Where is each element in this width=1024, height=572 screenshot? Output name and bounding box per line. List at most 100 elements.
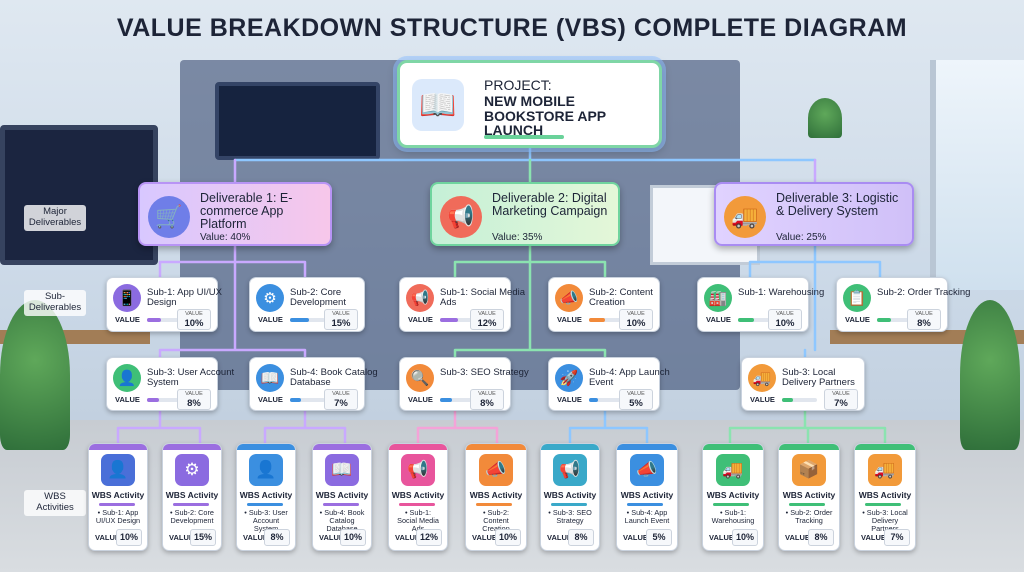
activity-label: WBS Activity (469, 490, 523, 500)
sub-name: Sub-3: Local Delivery Partners (782, 367, 855, 388)
wbs-activity[interactable]: 👤 WBS Activity • Sub-1: App UI/UX Design… (88, 443, 148, 551)
activity-name: • Sub-3: SEO Strategy (548, 508, 592, 526)
sub-name: Sub-2: Order Tracking (877, 287, 971, 298)
sub-name: Sub-1: App UI/UX Design (147, 287, 222, 308)
sub-name: Sub-4: App Launch Event (589, 367, 670, 388)
activity-name: • Sub-4: App Launch Event (624, 508, 670, 526)
wbs-activity[interactable]: 🚚 WBS Activity • Sub-3: Local Delivery P… (854, 443, 916, 551)
value-label: VALUE (706, 315, 731, 324)
activity-label: WBS Activity (706, 490, 760, 500)
value-bar (290, 398, 325, 402)
truck-icon: 🚚 (716, 454, 750, 486)
deliverable-value: Value: 25% (776, 232, 827, 243)
wbs-activity[interactable]: 📢 WBS Activity • Sub-3: SEO Strategy VAL… (540, 443, 600, 551)
box-icon: 📦 (792, 454, 826, 486)
value-label: VALUE (408, 315, 433, 324)
value-label: VALUE (243, 533, 268, 542)
book-icon: 📖 (325, 454, 359, 486)
wbs-activity[interactable]: 📖 WBS Activity • Sub-4: Book Catalog Dat… (312, 443, 372, 551)
diagram-title: VALUE BREAKDOWN STRUCTURE (VBS) COMPLETE… (116, 14, 908, 42)
level-label-major: Major Deliverables (24, 205, 86, 231)
background-window (930, 60, 1024, 290)
sub-name: Sub-3: SEO Strategy (440, 367, 529, 378)
value-bar (782, 398, 817, 402)
project-bar (484, 135, 564, 139)
wbs-activity[interactable]: 🚚 WBS Activity • Sub-1: Warehousing VALU… (702, 443, 764, 551)
deliverable-3[interactable]: 🚚 Deliverable 3: Logistic & Delivery Sys… (714, 182, 914, 246)
value-label: VALUE (472, 533, 497, 542)
activity-value: 15% (190, 529, 216, 546)
sub-deliverable[interactable]: 📖 Sub-4: Book Catalog Database VALUE VAL… (249, 357, 378, 411)
value-label: VALUE (557, 395, 582, 404)
value-label: VALUE (408, 395, 433, 404)
background-monitor (0, 125, 158, 265)
value-bar (290, 318, 325, 322)
value-label: VALUE (623, 533, 648, 542)
megaphone-icon: 📣 (555, 284, 583, 312)
activity-name: • Sub-2: Order Tracking (785, 508, 833, 526)
wbs-activity[interactable]: ⚙ WBS Activity • Sub-2: Core Development… (162, 443, 222, 551)
wbs-activity[interactable]: 📦 WBS Activity • Sub-2: Order Tracking V… (778, 443, 840, 551)
deliverable-name: Deliverable 1: E-commerce App Platform (200, 191, 293, 232)
value-bar (877, 318, 912, 322)
activity-label: WBS Activity (391, 490, 445, 500)
wbs-activity[interactable]: 👤 WBS Activity • Sub-3: User Account Sys… (236, 443, 296, 551)
activity-name: • Sub-1: App UI/UX Design (95, 508, 141, 526)
activity-value: 10% (732, 529, 758, 546)
megaphone-icon: 📣 (479, 454, 513, 486)
activity-label: WBS Activity (315, 490, 369, 500)
wbs-activity[interactable]: 📣 WBS Activity • Sub-2: Content Creation… (465, 443, 527, 551)
wbs-activity[interactable]: 📢 WBS Activity • Sub-1: Social Media Ads… (388, 443, 448, 551)
project-node[interactable]: 📖 PROJECT: NEW MOBILE BOOKSTORE APP LAUN… (397, 60, 662, 148)
value-label: VALUE (395, 533, 420, 542)
wbs-activity[interactable]: 📣 WBS Activity • Sub-4: App Launch Event… (616, 443, 678, 551)
value-label: VALUE (709, 533, 734, 542)
value-label: VALUE (750, 395, 775, 404)
phone-icon: 📱 (113, 284, 141, 312)
activity-label: WBS Activity (543, 490, 597, 500)
gear-icon: ⚙ (256, 284, 284, 312)
warehouse-icon: 🏭 (704, 284, 732, 312)
megaphone-icon: 📢 (401, 454, 435, 486)
value-label: VALUE (861, 533, 886, 542)
value-label: VALUE (319, 533, 344, 542)
deliverable-2[interactable]: 📢 Deliverable 2: Digital Marketing Campa… (430, 182, 620, 246)
gear-icon: ⚙ (175, 454, 209, 486)
activity-name: • Sub-4: Book Catalog Database (319, 508, 365, 532)
value-bar (589, 318, 624, 322)
sub-name: Sub-3: User Account System (147, 367, 235, 388)
cart-icon: 🛒 (148, 196, 190, 238)
sub-deliverable[interactable]: 🚚 Sub-3: Local Delivery Partners VALUE V… (741, 357, 865, 411)
sub-deliverable[interactable]: 👤 Sub-3: User Account System VALUE VALUE… (106, 357, 234, 411)
plant-icon (0, 300, 70, 450)
value-bar (589, 398, 624, 402)
value-label: VALUE (547, 533, 572, 542)
value-label: VALUE (845, 315, 870, 324)
truck-icon: 🚚 (724, 196, 766, 238)
truck-icon: 🚚 (868, 454, 902, 486)
user-icon: 👤 (249, 454, 283, 486)
deliverable-name: Deliverable 2: Digital Marketing Campaig… (492, 191, 608, 219)
truck-icon: 🚚 (748, 364, 776, 392)
activity-label: WBS Activity (620, 490, 674, 500)
book-icon: 📖 (412, 79, 464, 131)
activity-value: 12% (416, 529, 442, 546)
activity-value: 7% (884, 529, 910, 546)
activity-name: • Sub-1: Social Media Ads (397, 508, 439, 532)
deliverable-1[interactable]: 🛒 Deliverable 1: E-commerce App Platform… (138, 182, 332, 246)
